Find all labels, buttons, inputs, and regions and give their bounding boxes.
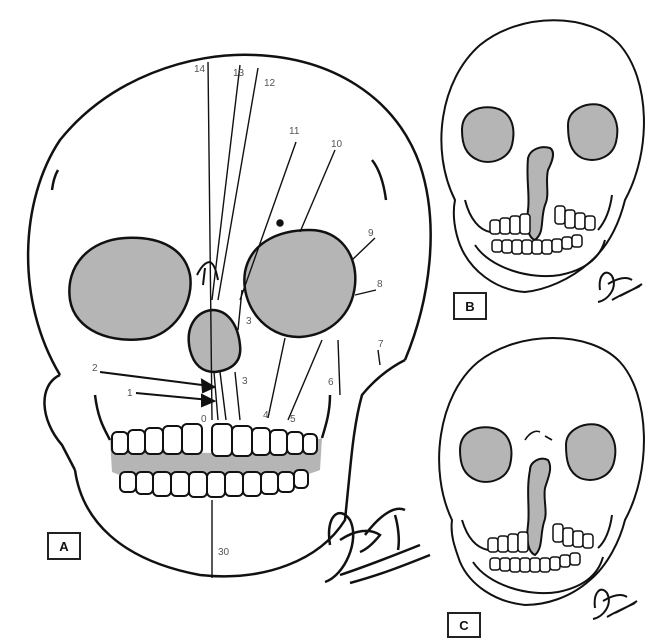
skull-a-right-cheek	[350, 360, 405, 470]
label-4: 4	[263, 410, 269, 421]
skull-b-left-orbit	[462, 107, 513, 162]
label-12: 12	[264, 78, 276, 89]
signature-b	[598, 273, 642, 302]
arrow-1-shaft	[136, 393, 210, 400]
skull-a-upper-teeth	[112, 424, 317, 456]
label-1: 1	[127, 388, 133, 399]
skull-a-left-orbit	[69, 238, 190, 340]
label-7: 7	[378, 339, 384, 350]
label-5: 5	[290, 414, 296, 425]
arrow-2-shaft	[100, 372, 210, 386]
label-8: 8	[377, 279, 383, 290]
label-9: 9	[368, 228, 374, 239]
label-0: 0	[201, 414, 207, 425]
skull-a-right-orbit	[244, 230, 355, 337]
skull-a-left-cheek	[44, 375, 75, 470]
skull-c-right-orbit	[566, 424, 615, 479]
label-30: 30	[218, 547, 230, 558]
label-2: 2	[92, 363, 98, 374]
panel-label-c: C	[447, 612, 481, 638]
skull-b-right-orbit	[568, 104, 617, 159]
cleft-line-1	[214, 372, 218, 420]
label-10: 10	[331, 139, 343, 150]
skull-c-left-orbit	[460, 427, 511, 482]
panel-label-a: A	[47, 532, 81, 560]
signature-c	[593, 590, 637, 619]
label-11: 11	[289, 126, 300, 137]
label-6: 6	[328, 377, 334, 388]
panel-label-b: B	[453, 292, 487, 320]
skull-c	[439, 338, 644, 605]
cleft-line-3	[235, 372, 240, 420]
cleft-line-2	[220, 372, 226, 420]
skull-b	[441, 20, 644, 292]
skull-a-landmark-dot	[278, 221, 283, 226]
label-3-upper: 3	[246, 316, 252, 327]
arrows	[100, 372, 214, 406]
label-14: 14	[194, 64, 206, 75]
label-3-lower: 3	[242, 376, 248, 387]
skull-a	[28, 55, 431, 577]
label-13: 13	[233, 68, 245, 79]
